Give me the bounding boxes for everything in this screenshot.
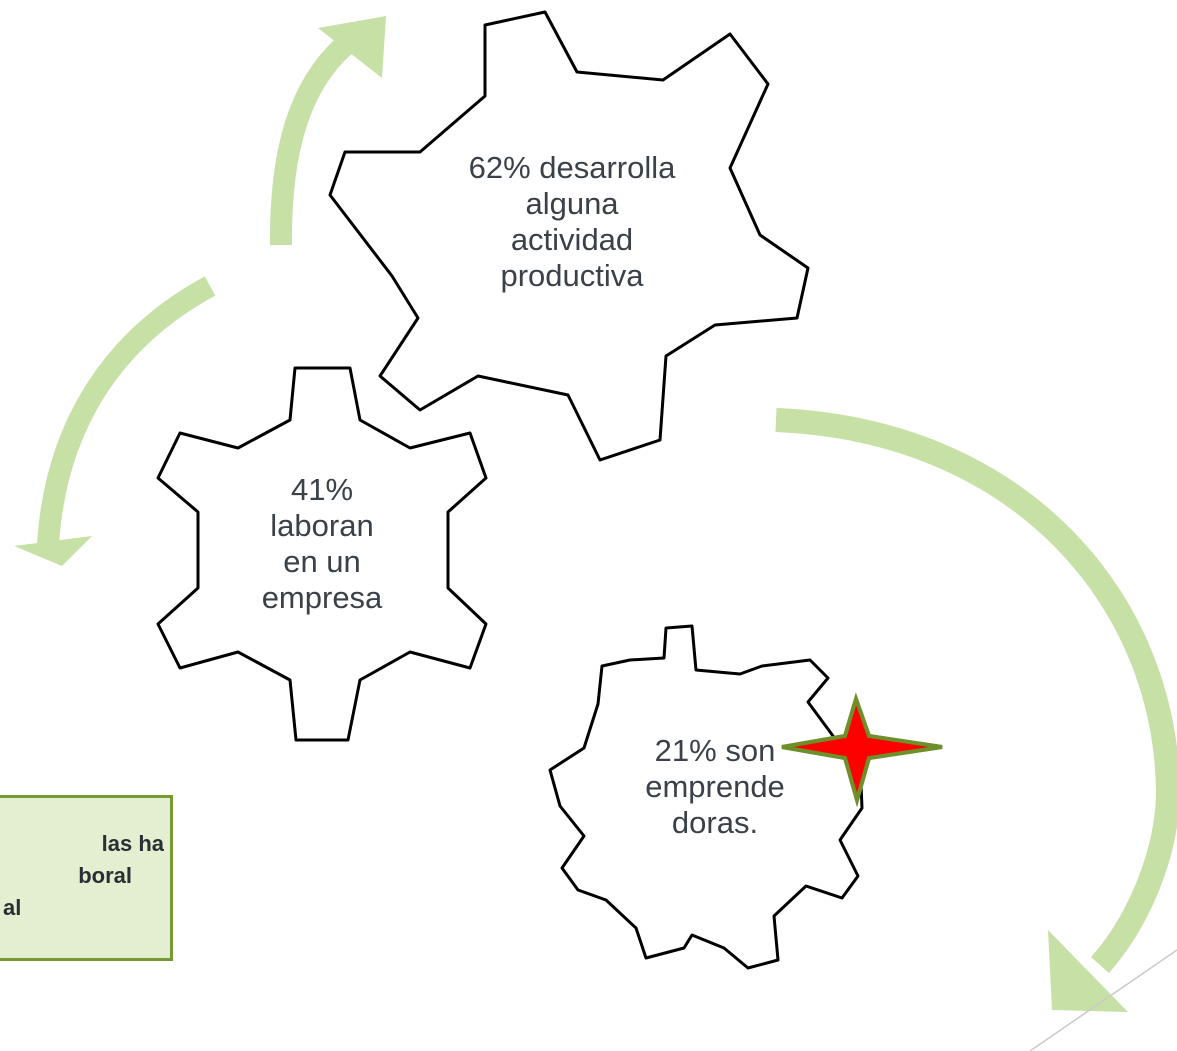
note-box: las ha boral al <box>0 795 173 961</box>
arrow-right <box>775 408 1177 973</box>
gear-top-label: 62% desarrolla alguna actividad producti… <box>432 150 712 294</box>
gear-right-line: doras. <box>671 805 759 840</box>
arrow-top-left-head <box>318 16 386 78</box>
divider-line <box>1029 949 1177 1051</box>
gear-left <box>156 366 488 742</box>
arrow-top-left <box>269 36 353 246</box>
gear-top-line: productiva <box>500 258 644 293</box>
gear-left-line: empresa <box>261 580 383 615</box>
gear-left-line: 41% <box>290 472 354 507</box>
note-line: boral <box>78 863 132 888</box>
gear-left-line: en un <box>283 544 361 579</box>
gear-left-line: laboran <box>270 508 374 543</box>
arrow-right-head <box>1048 930 1128 1012</box>
gear-left-label: 41% laboran en un empresa <box>222 472 422 616</box>
gear-right-line: 21% son <box>654 733 776 768</box>
gear-top-line: alguna <box>525 186 619 221</box>
arrow-left <box>37 276 216 546</box>
arrow-left-head <box>14 536 92 566</box>
cycle-arrows <box>14 16 1177 1051</box>
note-line: al <box>3 895 22 920</box>
gear-right-label: 21% son emprende doras. <box>610 733 820 841</box>
note-line: las ha <box>101 831 164 856</box>
gear-top-line: actividad <box>510 222 634 257</box>
gear-top-line: 62% desarrolla <box>468 150 676 185</box>
gear-right-line: emprende <box>645 769 785 804</box>
gear-top <box>328 10 810 462</box>
